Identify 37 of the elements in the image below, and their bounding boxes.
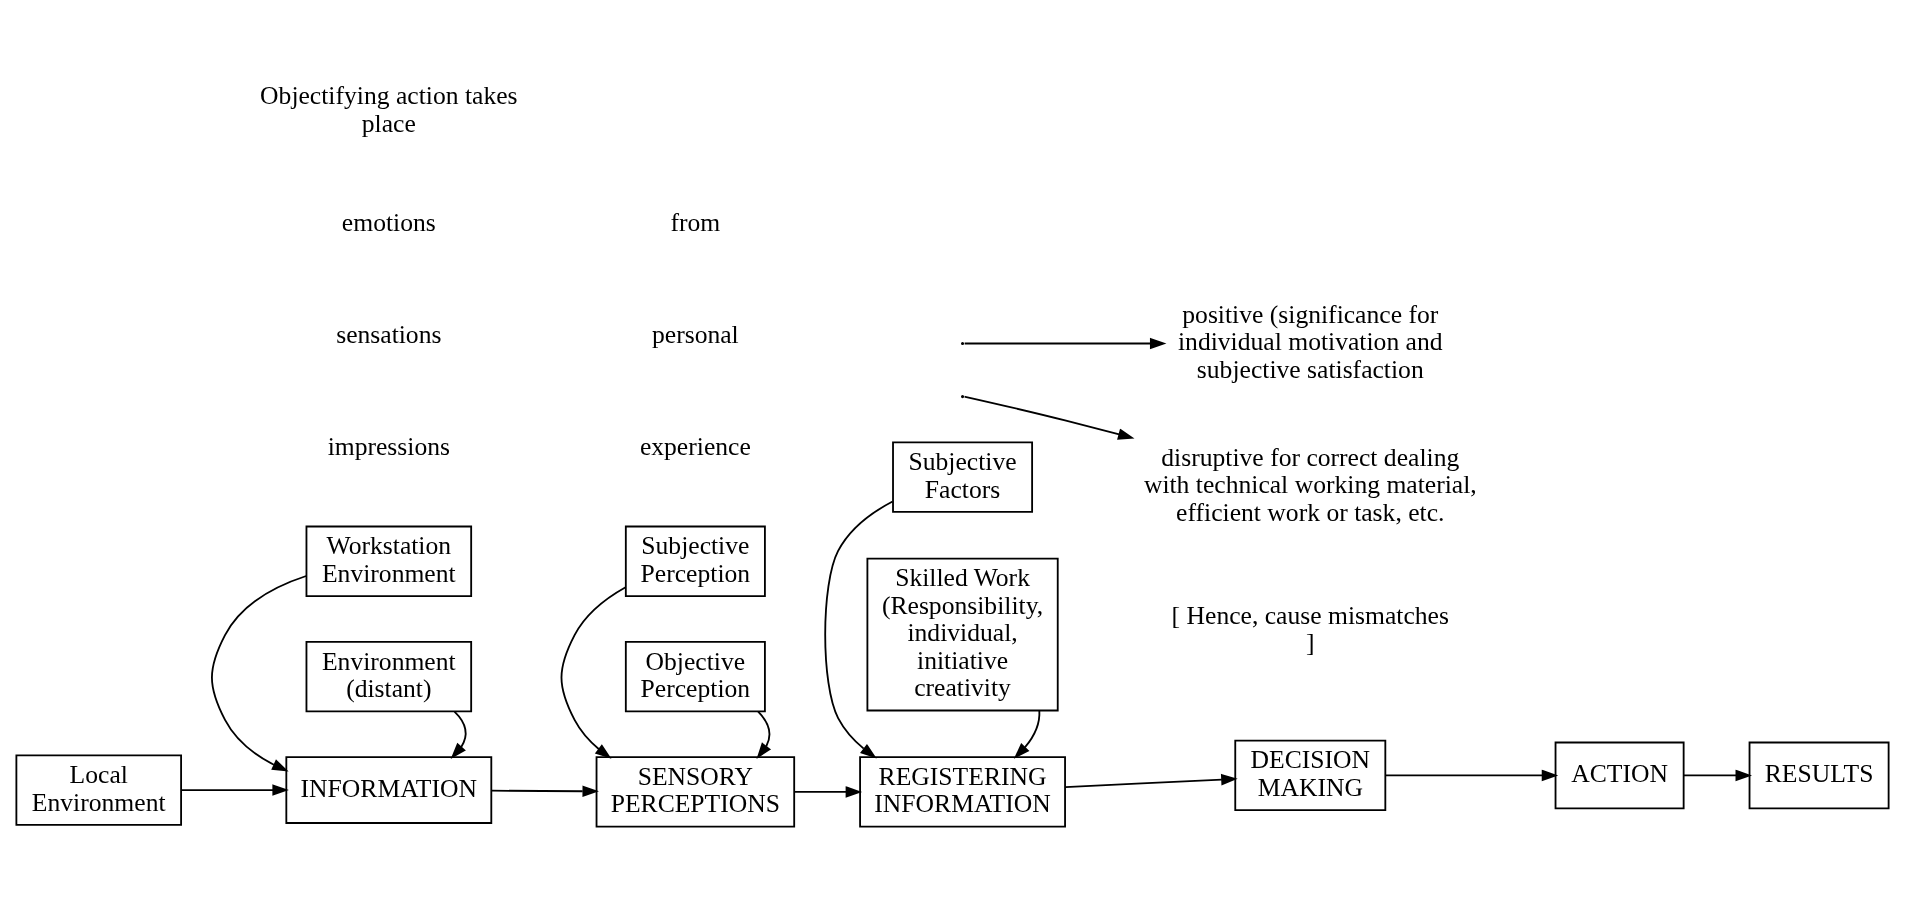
arrow [490, 785, 599, 797]
node-box: ACTION [1554, 741, 1685, 810]
label: sensations [336, 319, 442, 349]
arrow [1064, 773, 1238, 788]
label: impressions [327, 431, 450, 461]
arrow [963, 395, 1135, 440]
node-box: Subjective Factors [892, 441, 1034, 513]
node-box: Objective Perception [624, 640, 766, 713]
arrow [756, 710, 772, 759]
arrow [211, 575, 308, 772]
node-box: Local Environment [15, 754, 182, 826]
node-box: Skilled Work (Responsibility, individual, initiative creativity [866, 557, 1059, 712]
node-box: Environment (distant) [305, 640, 473, 713]
arrow [450, 710, 467, 759]
label: from [670, 208, 721, 238]
node-box: REGISTERING INFORMATION [859, 756, 1066, 828]
arrow [1384, 769, 1559, 782]
node-box: Workstation Environment [305, 525, 473, 597]
node-text: disruptive for correct dealing with technical working material, efficient work or task, etc. [1143, 442, 1477, 527]
arrow [793, 786, 863, 798]
arrow [1013, 709, 1041, 759]
arrow [963, 337, 1167, 350]
arrow [824, 500, 894, 759]
node-box: RESULTS [1748, 741, 1890, 810]
node-box: Subjective Perception [624, 525, 766, 597]
arrow [180, 784, 289, 796]
label: [ Hence, cause mismatches ] [1171, 600, 1449, 658]
label: experience [639, 431, 751, 461]
node-box: INFORMATION [285, 756, 493, 824]
arrow [560, 586, 627, 759]
node-box: DECISION MAKING [1234, 739, 1387, 812]
node-text: positive (significance for individual motivation and subjective satisfaction [1177, 299, 1443, 384]
node-box: SENSORY PERCEPTIONS [595, 756, 796, 828]
arrow [1683, 769, 1752, 782]
label: emotions [341, 208, 436, 238]
label: personal [651, 319, 739, 349]
label: Objectifying action takes place [260, 81, 518, 138]
